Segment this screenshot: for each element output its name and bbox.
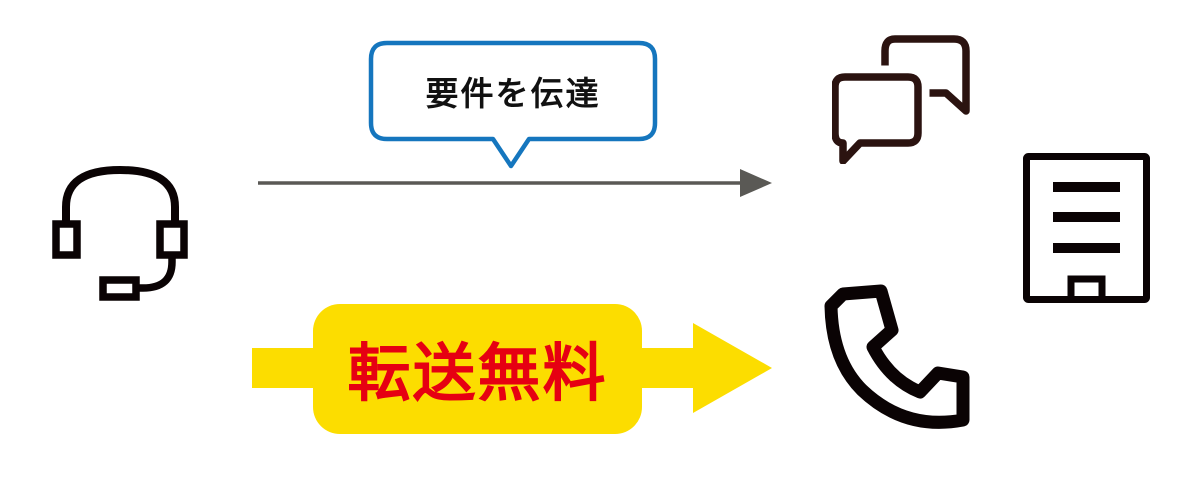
phone-call-icon — [824, 284, 970, 429]
forward-arrow — [258, 169, 772, 197]
transfer-arrow-head — [693, 323, 772, 413]
office-building-strokes — [1023, 153, 1150, 303]
transfer-label: 転送無料 — [347, 336, 608, 410]
chat-bubble-front — [832, 73, 922, 164]
office-building-windows — [1053, 182, 1120, 253]
chat-bubble-front-halo — [832, 65, 930, 164]
phone-call-shape — [824, 284, 970, 429]
operator-headset-icon — [52, 165, 188, 301]
speech-bubble-label: 要件を伝達 — [425, 74, 601, 113]
operator-headset-strokes — [52, 165, 188, 301]
speech-bubble-shape — [368, 40, 658, 169]
speech-bubble-callout — [368, 40, 658, 169]
forward-arrow-head — [740, 169, 772, 197]
office-building-icon — [1023, 153, 1150, 303]
chat-bubbles-icon — [832, 35, 970, 164]
transfer-badge — [313, 304, 642, 434]
transfer-arrow — [252, 304, 772, 434]
